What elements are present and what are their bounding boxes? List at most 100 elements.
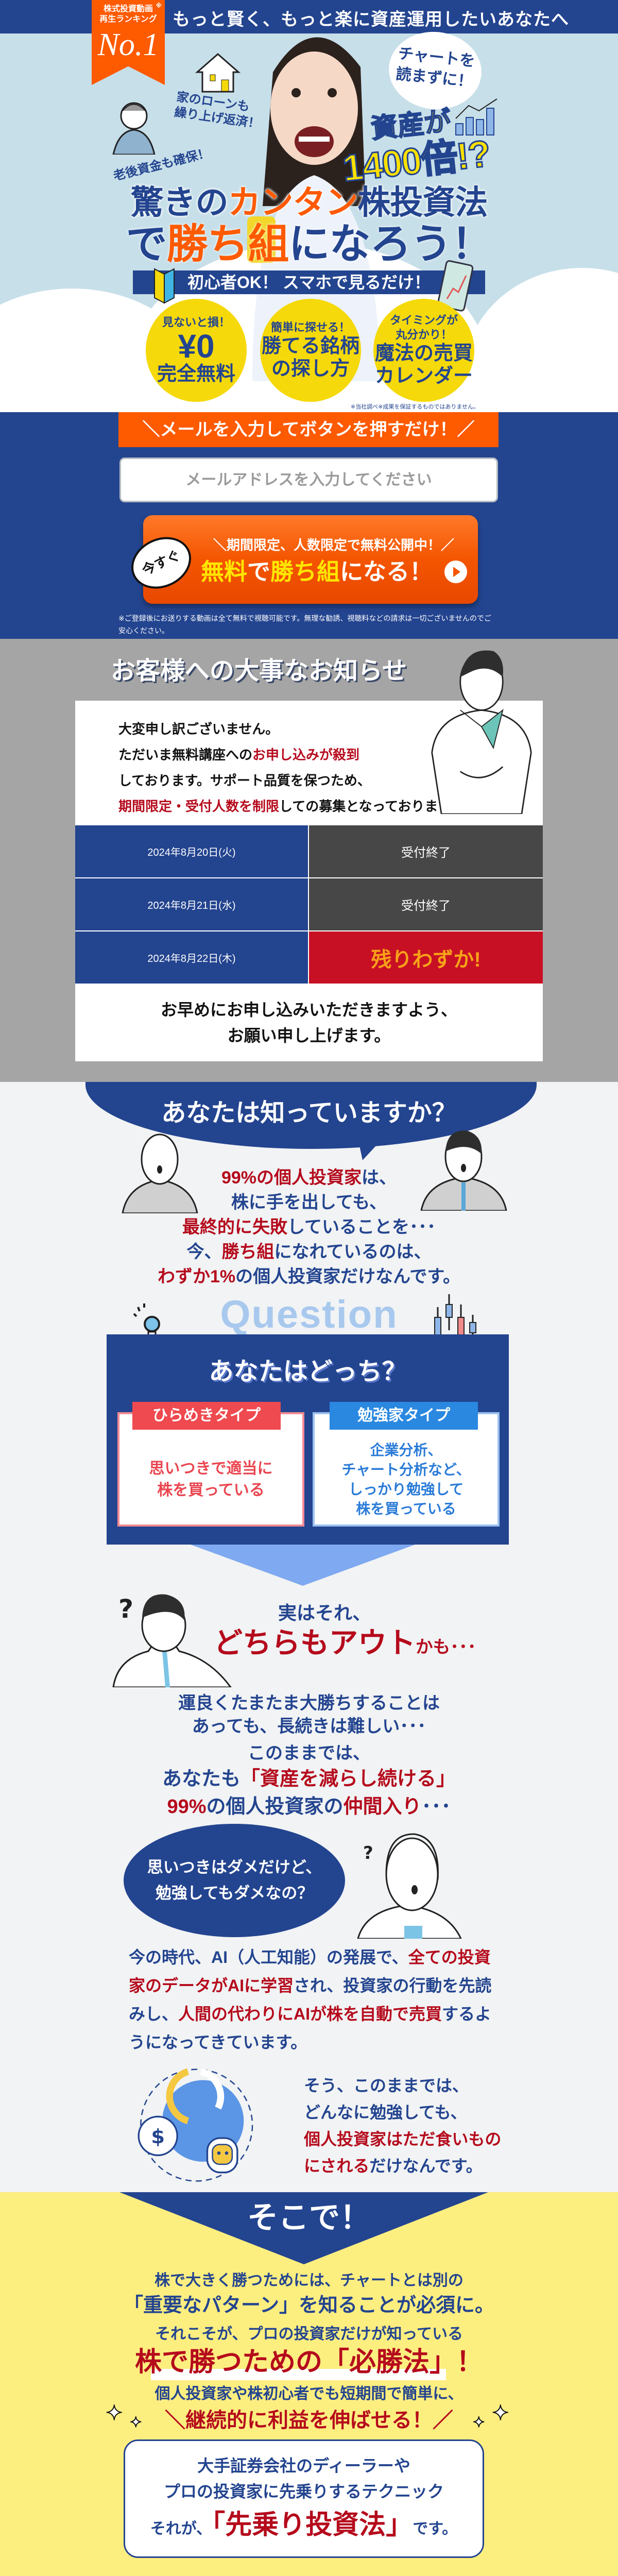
now-burst-label: 今すぐ	[123, 528, 200, 598]
side-line: 個人投資家はただ食いもの	[304, 2126, 501, 2153]
ai-paragraph: 今の時代、AI（人工知能）の発展で、全ての投資家のデータがAIに学習され、投資家…	[129, 1943, 500, 2057]
highlight-text: 「先乗り投資法」	[212, 2510, 413, 2540]
know-line: 今、勝ち組になれているのは、	[0, 1241, 618, 1263]
highlight-text: 勝ち組	[270, 558, 340, 585]
text-segment: しての募集となっております。	[279, 799, 464, 814]
text-segment: 今の時代、AI（人工知能）の発展で、	[129, 1948, 408, 1967]
card-line: 企業分析、	[370, 1442, 442, 1458]
badge-line2: 再生ランキング	[99, 15, 157, 24]
circle-main: ¥0	[178, 328, 215, 365]
cta-subtext: ＼期間限定、人数限定で無料公開中！／	[213, 537, 454, 553]
join-line: 99%の個人投資家の仲間入り･･･	[0, 1795, 618, 1819]
text-segment: 驚きの	[130, 184, 229, 221]
circle-top: 見ないと損！	[162, 316, 230, 329]
svg-text:$: $	[151, 2125, 165, 2148]
surprised-man-illustration	[420, 1130, 507, 1211]
bubble-line: 思いつきはダメだけど、	[147, 1858, 322, 1876]
text-segment: され、投資家の行動を先読みし、	[129, 1976, 492, 2023]
answer-big: どちらもアウトかも･･･	[214, 1627, 476, 1664]
notice-closing: お早めにお申し込みいただきますよう、 お願い申し上げます。	[75, 997, 543, 1048]
highlight-text: 勝ち組	[166, 221, 289, 267]
method-name-line: それが、「先乗り投資法」です。	[125, 2509, 483, 2548]
highlight-bar	[151, 2369, 446, 2380]
schedule-row: 2024年8月22日(木)残りわずか!	[75, 930, 543, 984]
schedule-status-few-left: 残りわずか!	[309, 931, 543, 984]
schedule-date: 2024年8月22日(木)	[75, 931, 309, 984]
studious-type-card: 企業分析、チャート分析など、しっかり勉強して株を買っている	[313, 1412, 500, 1527]
highlight-text: 最終的に失敗	[182, 1217, 287, 1237]
side-line: どんなに勉強しても、	[304, 2099, 501, 2126]
circle-main: 魔法の売買	[374, 343, 473, 364]
text-segment: あなたも	[162, 1768, 241, 1790]
tagline: もっと賢く、もっと楽に資産運用したいあなたへ	[173, 10, 569, 29]
text-segment: どんなに勉強しても、	[304, 2103, 467, 2122]
text-segment: 株に手を出しても、	[231, 1193, 387, 1212]
schedule-date: 2024年8月21日(水)	[75, 878, 309, 930]
feature-circle-calendar: タイミングが丸分かり！ 魔法の売買 カレンダー	[373, 299, 474, 402]
attendant-illustration	[431, 650, 532, 814]
email-input[interactable]	[119, 457, 498, 502]
free-signup-button[interactable]: ＼期間限定、人数限定で無料公開中！／ 無料で勝ち組になる！ 今すぐ	[123, 515, 478, 604]
highlight-text: お申し込みが殺到	[252, 747, 360, 762]
highlight-text: 期間限定・受付人数を制限	[118, 799, 280, 814]
schedule-status: 受付終了	[309, 878, 543, 930]
highlight-text: 個人投資家はただ食いもの	[304, 2130, 502, 2148]
question-heading: Question	[220, 1293, 398, 1336]
notice-line: 大変申し訳ございません。	[118, 716, 464, 742]
closing-line: お早めにお申し込みいただきますよう、	[160, 1001, 457, 1019]
signup-form-section: ＼メールを入力してボタンを押すだけ！／ ＼期間限定、人数限定で無料公開中！／ 無…	[0, 412, 618, 639]
know-title: あなたは知っていますか？	[161, 1099, 457, 1127]
disclaimer: ※ご登録後にお送りする動画は全て無料で視聴可能です。無理な勧誘、視聴料などの請求…	[118, 614, 491, 635]
feature-circle-free: 見ないと損！ ¥0 完全無料	[146, 299, 247, 402]
svg-text:?: ?	[363, 1843, 373, 1863]
notice-message: 大変申し訳ございません。 ただいま無料講座へのお申し込みが殺到 しております。サ…	[118, 716, 464, 819]
sparkle-icon: ✦	[105, 2401, 123, 2425]
notice-title: お客様への大事なお知らせ	[111, 657, 407, 685]
badge-rank: No.1	[97, 27, 159, 62]
highlight-text: カンタン	[228, 184, 358, 221]
form-banner: ＼メールを入力してボタンを押すだけ！／	[118, 412, 499, 447]
feature-circle-stock-picking: 簡単に探せる！ 勝てる銘柄 の探し方	[260, 299, 361, 402]
card-line: 株を買っている	[356, 1501, 456, 1517]
beginner-mark-icon	[154, 268, 175, 304]
ai-side-text: そう、このままでは、 どんなに勉強しても、 個人投資家はただ食いもの にされるだ…	[304, 2072, 501, 2179]
know-line: 最終的に失敗していることを･･･	[0, 1216, 618, 1238]
down-chevron	[191, 1545, 415, 1586]
text-segment: そう、このままでは、	[304, 2076, 469, 2095]
highlight-text: 勝ち組	[221, 1242, 274, 1262]
inspiration-type-card: 思いつきで適当に株を買っている	[117, 1412, 304, 1527]
circle-top: 簡単に探せる！	[270, 321, 350, 334]
highlight-text: 人間の代わりにAIが株を自動で売買	[178, 2005, 442, 2023]
schedule-status: 受付終了	[309, 825, 543, 877]
text-segment: だけなんです。	[369, 2157, 483, 2175]
circle-sub: 完全無料	[157, 363, 235, 385]
know-line: 99%の個人投資家は、	[0, 1167, 618, 1189]
highlight-text: 99%の個人投資家	[221, 1168, 362, 1188]
text-segment: 大変申し訳ございません。	[118, 721, 279, 737]
beginner-ok-strip: 初心者OK！ スマホで見るだけ！	[133, 270, 485, 294]
highlight-text: それが、	[150, 2520, 212, 2537]
text-segment: になれているのは、	[274, 1242, 432, 1262]
winning-method: 株で勝つための「必勝法」！	[134, 2347, 483, 2377]
solution-line: それこそが、プロの投資家だけが知っている	[155, 2326, 463, 2343]
circle-sub: カレンダー	[374, 365, 473, 387]
side-line: そう、このままでは、	[304, 2072, 501, 2099]
text-segment: になる！	[340, 558, 433, 585]
text-segment: は、	[362, 1168, 397, 1188]
decrease-line: あなたも「資産を減らし続ける」	[0, 1767, 618, 1791]
know-line: 株に手を出しても、	[0, 1192, 618, 1213]
highlight-text: 全ての投資家のデータがAIに学習	[129, 1948, 491, 1995]
notice-section: お客様への大事なお知らせ 大変申し訳ございません。 ただいま無料講座へのお申し込…	[0, 639, 618, 1082]
confused-man-illustration: ?	[112, 1594, 232, 1687]
schedule-table: 2024年8月20日(火)受付終了 2024年8月21日(水)受付終了 2024…	[75, 824, 543, 984]
hero-section: もっと賢く、もっと楽に資産運用したいあなたへ 株式投資動画 ※ 再生ランキング …	[0, 0, 618, 412]
highlight-text: 仲間入り	[343, 1796, 422, 1818]
question-box: あなたはどっち？ 思いつきで適当に株を買っている ひらめきタイプ 企業分析、チャ…	[107, 1334, 509, 1545]
sparkle-icon: ✦	[472, 2414, 486, 2431]
surprised-woman-illustration	[122, 1133, 198, 1213]
method-line: 大手証券会社のディーラーや	[197, 2456, 410, 2475]
card-line: 株を買っている	[157, 1482, 265, 1499]
notice-box: 大変申し訳ございません。 ただいま無料講座へのお申し込みが殺到 しております。サ…	[75, 650, 543, 1061]
inspiration-type-label: ひらめきタイプ	[132, 1402, 281, 1430]
worried-woman-illustration: ?	[357, 1833, 462, 1939]
